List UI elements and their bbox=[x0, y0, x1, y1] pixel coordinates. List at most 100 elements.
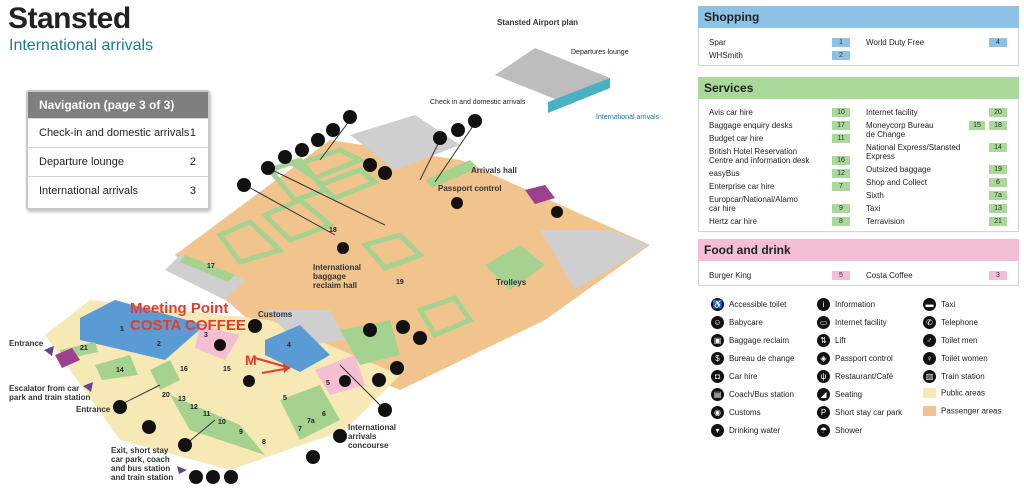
plan-checkin-label: Check in and domestic arrivals bbox=[430, 99, 526, 106]
nav-item-number: 1 bbox=[189, 127, 196, 139]
plan-departures-label: Departures lounge bbox=[571, 49, 629, 56]
info-icon: i bbox=[817, 298, 830, 311]
services-title: Services bbox=[698, 77, 1019, 99]
lift-icon bbox=[551, 206, 563, 218]
navigation-title: Navigation (page 3 of 3) bbox=[28, 92, 208, 118]
unit-number: 16 bbox=[180, 366, 188, 373]
service-counter bbox=[280, 385, 340, 440]
unit-number: 15 bbox=[223, 366, 231, 373]
car-icon bbox=[243, 375, 255, 387]
service-item-number: 21 bbox=[989, 217, 1007, 226]
service-item-number: 6 bbox=[989, 178, 1007, 187]
legend-label: Babycare bbox=[729, 318, 763, 327]
service-item-number: 10 bbox=[832, 108, 850, 117]
legend-item: ▾Drinking water bbox=[711, 424, 780, 437]
grey-block-2 bbox=[540, 230, 650, 290]
service-item-label: Baggage enquiry desks bbox=[709, 121, 793, 130]
baggage-icon: ▣ bbox=[711, 334, 724, 347]
baggage-hall-label-1: International bbox=[313, 263, 361, 272]
nav-item-international-arrivals[interactable]: International arrivals 3 bbox=[28, 176, 208, 205]
food-item-number: 3 bbox=[989, 271, 1007, 280]
parking-icon bbox=[189, 470, 203, 484]
lift-icon bbox=[433, 131, 447, 145]
legend-item: ⇅ Lift bbox=[817, 334, 846, 347]
legend-item: ◈Passport control bbox=[817, 352, 893, 365]
grey-block-3 bbox=[165, 255, 245, 300]
baggage-hall-label-3: reclaim hall bbox=[313, 281, 357, 290]
legend-label: Car hire bbox=[729, 372, 758, 381]
legend-label: Information bbox=[835, 300, 876, 309]
unit-number: 9 bbox=[239, 429, 243, 436]
shop-item-number: 1 bbox=[832, 38, 850, 47]
lift-icon: ⇅ bbox=[817, 334, 830, 347]
trolleys-label: Trolleys bbox=[496, 278, 527, 287]
legend-item: ✆Telephone bbox=[923, 316, 978, 329]
service-item-number: 9 bbox=[832, 204, 850, 213]
baby-icon bbox=[326, 123, 340, 137]
unit-number: 17 bbox=[207, 263, 215, 270]
service-item-label: Budget car hire bbox=[709, 134, 764, 143]
nav-item-departure-lounge[interactable]: Departure lounge 2 bbox=[28, 147, 208, 176]
shower-icon bbox=[306, 450, 320, 464]
unit-number: 2 bbox=[157, 341, 161, 348]
taxi-icon: ▬ bbox=[923, 298, 936, 311]
legend-label: Public areas bbox=[941, 388, 986, 398]
passport-icon bbox=[451, 197, 463, 209]
service-item-number: 16 bbox=[832, 156, 850, 165]
wheelchair-icon: ♿ bbox=[711, 298, 724, 311]
shopping-title: Shopping bbox=[698, 6, 1019, 28]
baby-icon: ☺ bbox=[711, 316, 724, 329]
nav-item-checkin[interactable]: Check-in and domestic arrivals 1 bbox=[28, 118, 208, 147]
service-counter bbox=[170, 395, 265, 455]
toilet-men-icon bbox=[363, 323, 377, 337]
legend-item: ◢Seating bbox=[817, 388, 862, 401]
service-item-number: 7a bbox=[989, 191, 1007, 200]
customs-label: Customs bbox=[258, 310, 293, 319]
entrance-label: Entrance bbox=[9, 339, 44, 348]
service-item-label: Avis car hire bbox=[709, 108, 753, 117]
service-item-label: car hire bbox=[709, 204, 736, 213]
bus-icon bbox=[206, 470, 220, 484]
service-item-number: 17 bbox=[832, 121, 850, 130]
unit-number: 3 bbox=[204, 332, 208, 339]
service-item-label: Moneycorp Bureau bbox=[866, 121, 934, 130]
food-item-label: Burger King bbox=[709, 271, 752, 280]
toilet-women-icon bbox=[295, 143, 309, 157]
unit-number: 6 bbox=[322, 411, 326, 418]
toilet-men-icon: ♂ bbox=[923, 334, 936, 347]
legend-item: Passenger areas bbox=[923, 406, 1001, 416]
legend-label: Baggage reclaim bbox=[729, 336, 790, 345]
shop-area-4 bbox=[265, 325, 330, 372]
exchange-icon bbox=[261, 161, 275, 175]
unit-number: 20 bbox=[162, 392, 170, 399]
exit-label-4: and train station bbox=[111, 473, 173, 482]
exit-label-2: car park, coach bbox=[111, 455, 170, 464]
legend-item: $Bureau de change bbox=[711, 352, 794, 365]
passport-icon: ◈ bbox=[817, 352, 830, 365]
legend-label: Customs bbox=[729, 408, 761, 417]
legend-label: Lift bbox=[835, 336, 846, 345]
legend-label: Train station bbox=[941, 372, 985, 381]
service-item-number: 8 bbox=[832, 217, 850, 226]
plan-international-label: International arrivals bbox=[596, 114, 660, 121]
unit-number: 7 bbox=[298, 426, 302, 433]
legend-label: Short stay car park bbox=[835, 408, 903, 417]
service-item-label: Centre and information desk bbox=[709, 156, 810, 165]
legend-item: ♀Toilet women bbox=[923, 352, 988, 365]
customs-icon: ◉ bbox=[711, 406, 724, 419]
water-icon bbox=[378, 403, 392, 417]
baggage-icon bbox=[337, 242, 349, 254]
plan-international-shape bbox=[548, 78, 610, 113]
meeting-point-label: Meeting Point bbox=[130, 300, 228, 317]
grey-block-4 bbox=[265, 310, 345, 345]
wheelchair-icon bbox=[396, 320, 410, 334]
escalator-label-2: park and train station bbox=[9, 393, 90, 402]
navigation-box: Navigation (page 3 of 3) Check-in and do… bbox=[26, 90, 210, 210]
telephone-icon: ✆ bbox=[923, 316, 936, 329]
service-item-label: Sixth bbox=[866, 191, 884, 200]
food-panel: Food and drink Burger King 5 Costa Coffe… bbox=[698, 239, 1019, 286]
bus-icon: ▤ bbox=[711, 388, 724, 401]
service-item-label: Internet facility bbox=[866, 108, 918, 117]
legend-item: ☂Shower bbox=[817, 424, 862, 437]
